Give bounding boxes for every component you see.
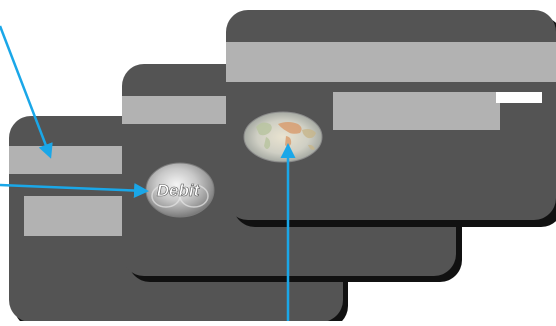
globe-map-hologram-icon xyxy=(244,112,322,162)
card-front-magnetic-stripe xyxy=(226,42,556,82)
debit-hologram-label: Debit xyxy=(157,181,201,200)
card-front-cvv-box xyxy=(496,92,542,103)
card-back-signature-panel xyxy=(24,196,124,236)
card-front-signature-panel xyxy=(333,92,500,130)
dove-debit-hologram-icon: Debit xyxy=(146,163,214,217)
